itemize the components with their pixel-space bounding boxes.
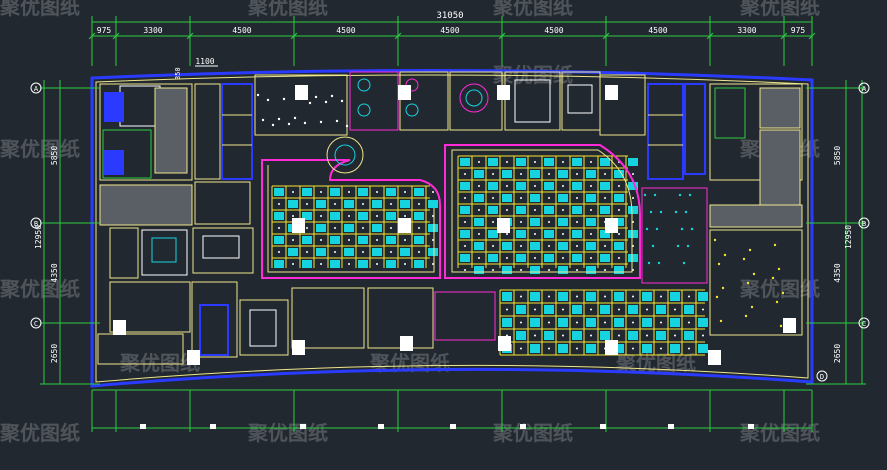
ruler-label: 1100 [195, 57, 214, 66]
watermark-text: 聚优图纸 [0, 277, 80, 301]
downlight-fixture [292, 340, 305, 355]
downlight-fixture [497, 218, 510, 233]
interior-wall-line [95, 74, 809, 383]
right-dimension-value: 5850 [833, 146, 842, 165]
grid-marker-label: C [862, 320, 866, 328]
grid-marker-circle [858, 82, 870, 94]
downlight-fixture [398, 218, 411, 233]
grid-marker-circle [816, 370, 828, 382]
right-corridor-bays [647, 83, 684, 180]
small-dimension-label: 350 [174, 67, 182, 80]
top-dimension-value: 4500 [232, 26, 251, 35]
left-middle-rooms [109, 181, 254, 279]
right-zone-rooms [641, 187, 803, 336]
grid-marker-label: B [34, 220, 38, 228]
hall-left-ceiling-grid [271, 185, 438, 268]
top-dimension-value: 3300 [737, 26, 756, 35]
watermark-text: 聚优图纸 [0, 0, 80, 19]
downlight-fixture [113, 320, 126, 335]
watermark-text: 聚优图纸 [119, 351, 200, 375]
top-dimension-value: 4500 [544, 26, 563, 35]
hall-bottom-ceiling-grid [499, 289, 708, 356]
downlight-fixture [605, 218, 618, 233]
downlight-fixture [497, 85, 510, 100]
watermark-text: 聚优图纸 [247, 421, 328, 445]
grid-marker-circle [858, 317, 870, 329]
downlight-fixture [783, 318, 796, 333]
grid-marker-circle [858, 217, 870, 229]
downlight-fixture [605, 85, 618, 100]
right-dimension-value: 2650 [833, 344, 842, 363]
left-stair-core [99, 83, 193, 226]
dimension-text: 31050 975 3300 4500 4500 4500 4500 4500 3300 975 1… [34, 11, 866, 385]
top-room-row [254, 71, 646, 136]
watermark-text: 聚优图纸 [739, 0, 820, 19]
top-dimension-value: 3300 [143, 26, 162, 35]
hall-right-ceiling-grid [457, 155, 638, 274]
top-dimension-value: 4500 [336, 26, 355, 35]
downlight-fixture [708, 350, 721, 365]
grid-marker-label: D [820, 373, 824, 381]
watermark-layer: 聚优图纸聚优图纸聚优图纸聚优图纸聚优图纸聚优图纸聚优图纸聚优图纸聚优图纸聚优图纸… [0, 0, 820, 445]
downlight-fixture [498, 336, 511, 351]
downlight-fixture [605, 340, 618, 355]
downlight-fixture [187, 350, 200, 365]
downlight-fixture [398, 85, 411, 100]
left-dimension-value: 4350 [50, 263, 59, 282]
grid-marker-label: A [34, 85, 39, 93]
left-dimension-value: 2650 [50, 344, 59, 363]
building-outline [90, 68, 814, 388]
right-dimension-value: 4350 [833, 263, 842, 282]
left-corridor-bays [194, 83, 253, 180]
left-dimension-value: 5850 [50, 146, 59, 165]
grid-marker-circle [30, 82, 42, 94]
downlight-fixture [295, 85, 308, 100]
watermark-text: 聚优图纸 [492, 0, 573, 19]
grid-marker-circle [30, 317, 42, 329]
top-dimension-value: 4500 [648, 26, 667, 35]
watermark-text: 聚优图纸 [0, 421, 80, 445]
downlight-fixture [292, 218, 305, 233]
watermark-text: 聚优图纸 [247, 0, 328, 19]
grid-marker-label: C [34, 320, 38, 328]
top-dimension-value: 975 [791, 26, 806, 35]
grid-markers: A B C A B C D [30, 82, 870, 382]
grid-marker-label: A [862, 85, 867, 93]
watermark-text: 聚优图纸 [739, 277, 820, 301]
bottom-tick-row [91, 389, 813, 432]
light-fixtures [113, 85, 796, 365]
grid-marker-circle [30, 217, 42, 229]
top-dimension-value: 975 [97, 26, 112, 35]
right-stair-core [684, 83, 803, 228]
hall-borders [261, 136, 641, 279]
watermark-text: 聚优图纸 [0, 137, 80, 161]
overall-dimension: 31050 [436, 11, 463, 21]
grid-marker-label: B [862, 220, 866, 228]
top-dimension-value: 4500 [440, 26, 459, 35]
watermark-text: 聚优图纸 [492, 421, 573, 445]
right-total-dimension: 12950 [844, 225, 853, 249]
dimension-layer [43, 21, 863, 384]
left-total-dimension: 12950 [34, 225, 43, 249]
downlight-fixture [400, 336, 413, 351]
